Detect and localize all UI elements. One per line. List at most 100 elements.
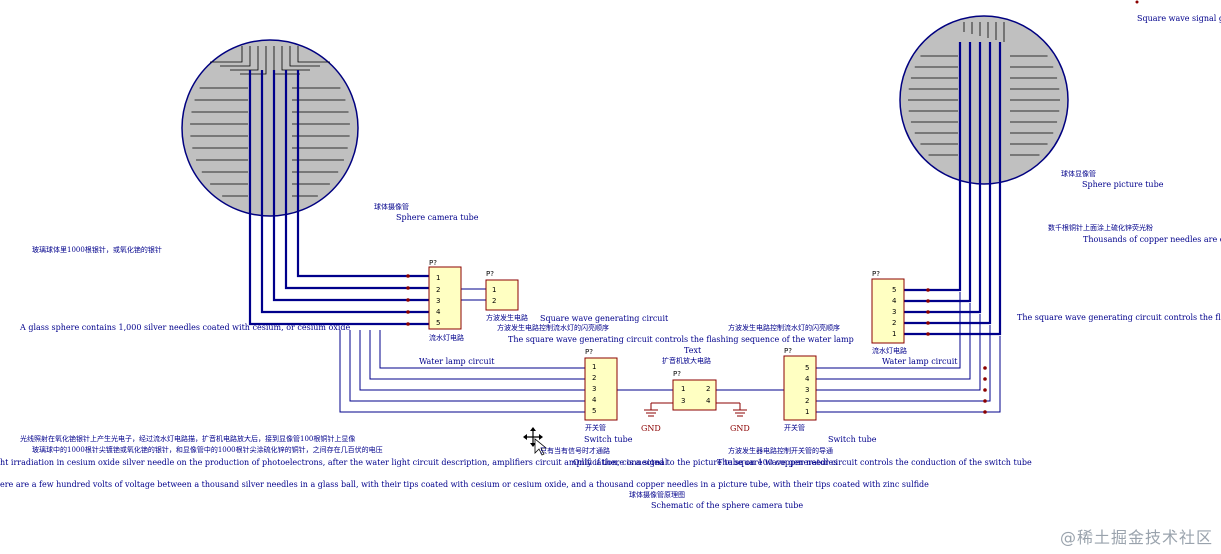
needle-line [220,46,251,67]
water-right-pin: 4 [892,297,897,305]
signal-wire [816,314,981,391]
label-signal-cn: 只有当有信号时才通路 [540,447,610,455]
needle-line [289,46,320,67]
water-left-pin: 2 [436,286,441,294]
label-water-left-en: Water lamp circuit [419,357,495,366]
switch-left-pin: 1 [592,363,597,371]
switch-left-pin: 4 [592,396,597,404]
label-water-right-cn: 流水灯电路 [872,347,907,355]
signal-wire [349,330,585,402]
switch-tube-right[interactable] [783,355,817,421]
watermark: @稀土掘金技术社区 [1059,528,1213,547]
label-amp-cn: 扩音机放大电路 [662,357,711,365]
square-wave-circuit-small[interactable] [485,279,519,311]
bundle-wire-right [904,42,962,292]
wire-junction-dot-icon [983,366,987,370]
water-right-pin: 5 [892,286,897,294]
switch-right-pin: 5 [805,364,810,372]
wire-junction-dot-icon [983,377,987,381]
label-gnd-1: GND [641,424,661,433]
sqw-small-pin: 2 [492,297,497,305]
amp-pin: 4 [706,397,711,405]
wire-junction-dot-icon [983,399,987,403]
water-right-pin: 2 [892,319,897,327]
label-desc-en-1: ht irradiation in cesium oxide silver ne… [0,458,838,467]
label-sqw-left-cn: 方波发生电路 [486,314,528,322]
switch-right-pin: 1 [805,408,810,416]
label-switch-ctrl-en: The square wave generator circuit contro… [717,458,1032,467]
wire-junction-dot-icon [1135,0,1139,4]
right-sphere-body [899,15,1069,185]
switch-left-pin: 2 [592,374,597,382]
switch-right-pin: 3 [805,386,810,394]
signal-wire [379,330,585,369]
wire-junction-dot-icon [926,288,930,292]
amp-ref: P? [673,370,681,378]
label-desc-cn-2: 玻璃球中的1000根针尖镀铯或氧化铯的银针，和显像管中的1000根针尖涂硫化锌的… [32,446,383,454]
amp-pin: 3 [681,397,686,405]
move-cursor-icon [523,427,548,456]
wire-junction-dot-icon [406,322,410,326]
left-sphere-camera-tube [181,39,359,217]
signal-wire [816,303,971,380]
bundle-wire-left [272,70,429,302]
water-left-pin: 4 [436,308,441,316]
right-sphere-picture-tube [899,15,1069,185]
wire-junction-dot-icon [406,298,410,302]
signal-wire [369,330,585,380]
label-switch-right-en: Switch tube [828,435,877,444]
left-sphere-body [181,39,359,217]
label-left-tube-cn: 球体摄像管 [374,203,409,211]
switch-left-pin: 5 [592,407,597,415]
wire-junction-dot-icon [926,299,930,303]
label-gnd-2: GND [730,424,750,433]
label-left-needles-en: A glass sphere contains 1,000 silver nee… [20,323,351,332]
label-left-needles-cn: 玻璃球体里1000根银针，或氧化铯的银针 [32,246,162,254]
water-left-pin: 5 [436,319,441,327]
label-signal-en: Only if there is a signal [573,458,668,467]
signal-wire [816,292,961,369]
switch-left-pin: 3 [592,385,597,393]
water-lamp-circuit-left[interactable] [428,266,462,330]
label-schematic-cn: 球体摄像管原理图 [629,491,685,499]
switch-right-pin: 4 [805,375,810,383]
switch-right-pin: 2 [805,397,810,405]
label-sqw-control-en: The square wave generating circuit contr… [508,335,854,344]
water-right-pin: 3 [892,308,897,316]
water-lamp-circuit-right[interactable] [871,278,905,344]
switch-tube-left[interactable] [584,357,618,421]
sqw-small-pin: 1 [492,286,497,294]
label-sqw-left-en: Square wave generating circuit [540,314,669,323]
needle-line [281,46,310,71]
ground-symbol-icon [644,402,673,417]
label-sqw-control-cn: 方波发生电路控制流水灯的闪亮顺序 [497,324,609,332]
bundle-wire-left [248,70,429,326]
label-water-left-cn: 流水灯电路 [429,334,464,342]
label-switch-right-cn: 开关管 [784,424,805,432]
ground-symbol-icon [716,402,747,417]
label-water-right-en: Water lamp circuit [882,357,958,366]
bundle-wire-left [284,70,429,290]
wire-junction-dot-icon [983,410,987,414]
water-left-pin: 1 [436,274,441,282]
label-switch-left-en: Switch tube [584,435,633,444]
wire-junction-dot-icon [926,310,930,314]
label-desc-cn-1: 光线照射在氧化铯银针上产生光电子，经过流水灯电路描，扩音机电路放大后，接到显像管… [20,435,356,443]
needle-line [210,46,243,63]
label-sqw-right-cn: 方波发生电路控制流水灯的闪亮顺序 [728,324,840,332]
left-silver-needles [190,46,350,197]
amp-pin: 1 [681,385,686,393]
water-right-pin: 1 [892,330,897,338]
amplifier-circuit[interactable] [672,379,717,411]
wire-junction-dot-icon [926,332,930,336]
label-top-right-partial: Square wave signal g [1137,14,1221,23]
signal-wire [816,336,1001,413]
amp-pin: 2 [706,385,711,393]
sqw-small-ref: P? [486,270,494,278]
signal-wire [816,325,991,402]
needle-line [297,46,330,63]
label-right-needles-cn: 数千根铜针上面涂上硫化锌荧光粉 [1048,224,1153,232]
wire-group [339,288,1001,413]
bundle-wire-right [904,42,992,325]
